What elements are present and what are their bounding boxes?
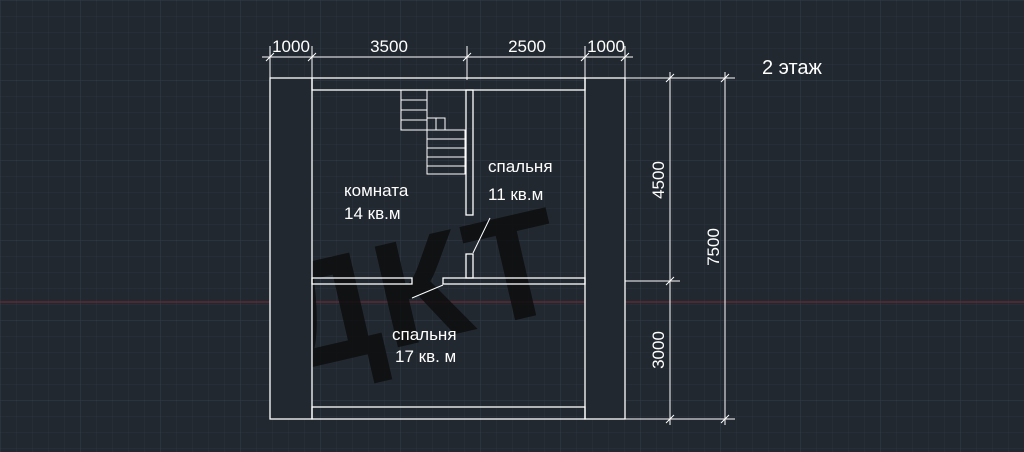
- room-2-name: спальня: [488, 157, 553, 176]
- room-3-area: 17 кв. м: [395, 347, 456, 366]
- right-wall-bg: [585, 78, 625, 419]
- dim-top-3: 2500: [508, 37, 546, 56]
- room-1-area: 14 кв.м: [344, 204, 401, 223]
- dim-right-overall: 7500: [704, 228, 723, 266]
- dim-top-4: 1000: [587, 37, 625, 56]
- room-2-area: 11 кв.м: [488, 185, 543, 204]
- right-dimension-lines: [625, 72, 735, 425]
- dim-top-2: 3500: [370, 37, 408, 56]
- dim-top-1: 1000: [272, 37, 310, 56]
- right-wall: [584, 77, 626, 420]
- room-1-name: комната: [344, 181, 409, 200]
- top-dimension-line: [262, 46, 633, 80]
- partition-vertical-upper: [465, 89, 474, 216]
- dim-right-lower: 3000: [649, 331, 668, 369]
- partition-right: [442, 277, 586, 285]
- bottom-wall: [311, 406, 586, 420]
- dim-right-upper: 4500: [649, 161, 668, 199]
- door-swing-corridor: [411, 284, 444, 299]
- room-3-name: спальня: [392, 325, 457, 344]
- partition-left: [311, 277, 413, 285]
- staircase: [400, 89, 466, 175]
- floor-title: 2 этаж: [762, 57, 823, 79]
- partition-vertical-lower: [465, 253, 474, 279]
- left-wall: [269, 77, 313, 420]
- top-wall: [311, 77, 586, 91]
- door-swing-bedroom: [472, 217, 491, 254]
- left-wall-bg: [270, 78, 312, 419]
